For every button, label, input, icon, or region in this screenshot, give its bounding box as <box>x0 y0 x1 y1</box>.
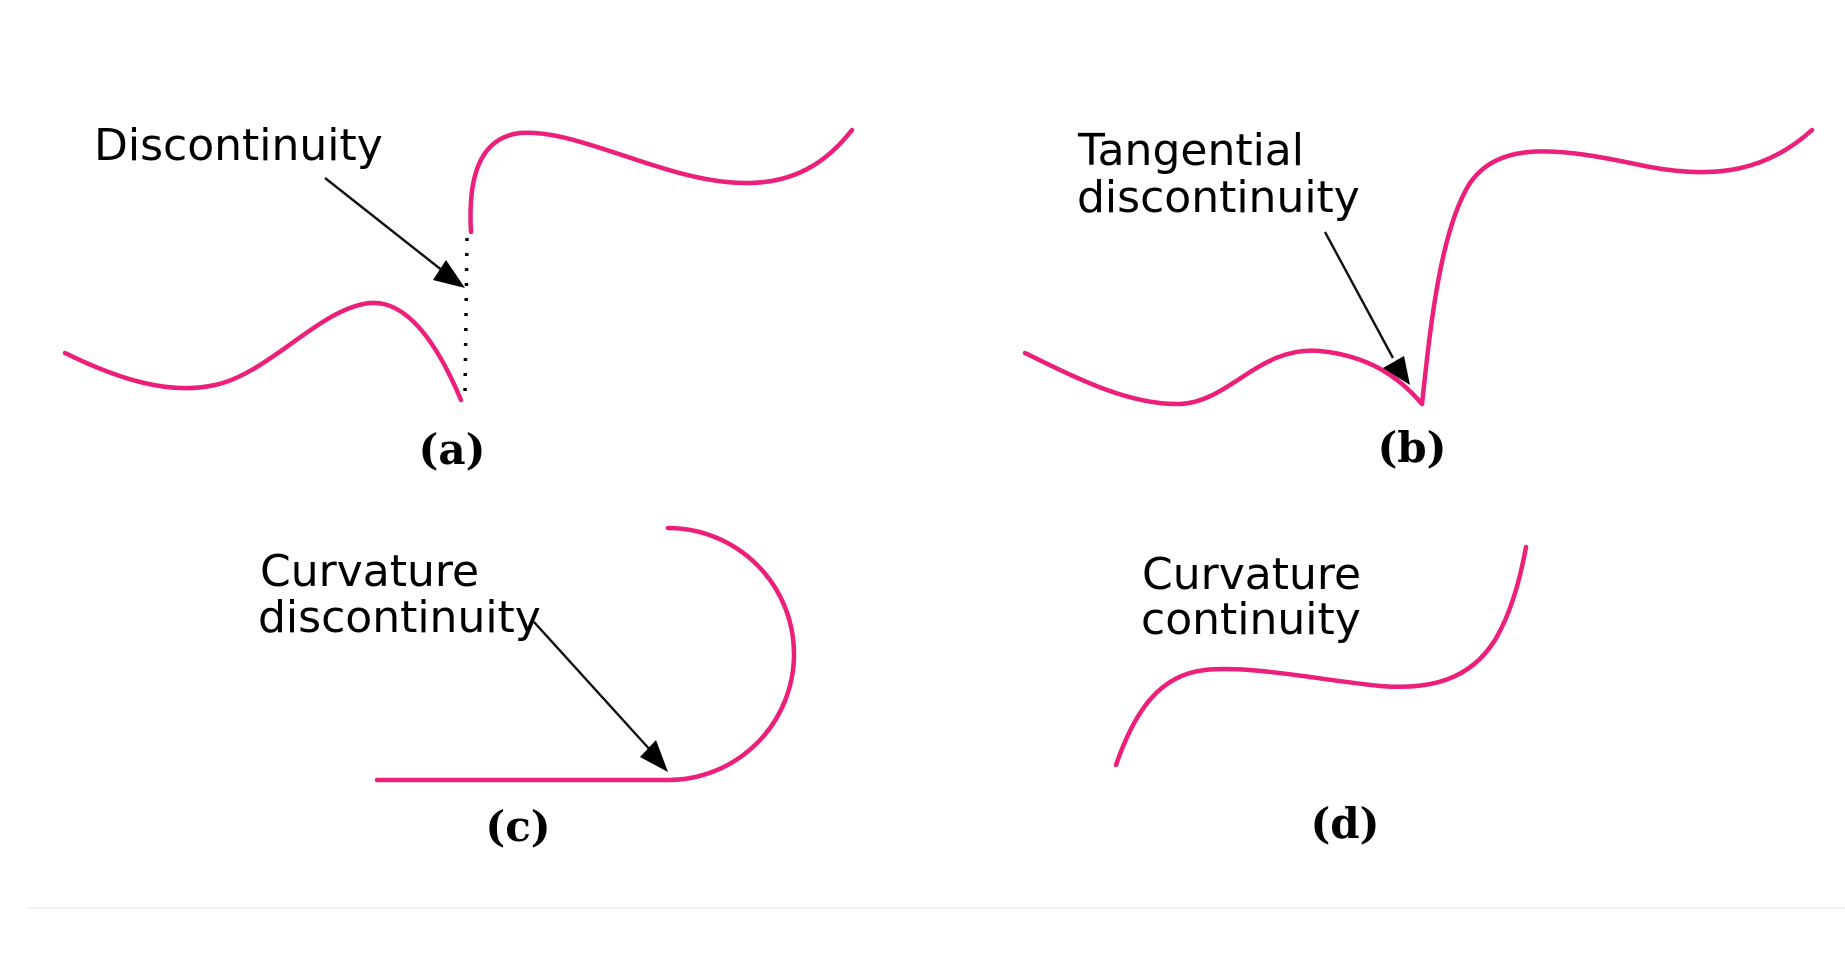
panel-a-curve-right <box>468 127 855 235</box>
panel-a: Discontinuity (a) <box>62 120 855 474</box>
panel-d-curve <box>1113 544 1529 768</box>
panel-c-curve <box>374 525 797 783</box>
panel-a-arrow-line <box>324 177 449 276</box>
panel-c-label-line1: Curvature <box>260 546 479 597</box>
panel-d-caption: (d) <box>1310 799 1379 848</box>
panel-b-label-line2: discontinuity <box>1077 172 1360 223</box>
panel-b-caption: (b) <box>1377 423 1446 472</box>
panel-b: Tangential discontinuity (b) <box>1022 125 1815 472</box>
panel-c-arrow-line <box>533 621 653 753</box>
panel-a-arrow-head <box>433 260 465 288</box>
panel-a-dotted-gap <box>463 237 469 396</box>
panel-a-caption: (a) <box>419 425 486 474</box>
panel-b-arrow-head <box>1383 356 1410 385</box>
panel-c-caption: (c) <box>485 802 550 851</box>
panel-b-arrow-line <box>1323 231 1395 359</box>
panel-b-curve <box>1022 127 1815 407</box>
panel-d: Curvature continuity (d) <box>1113 544 1529 848</box>
panel-c: Curvature discontinuity (c) <box>258 525 797 851</box>
panel-a-curve-left <box>62 300 464 403</box>
panel-c-arrow-head <box>640 740 668 772</box>
panel-d-label-line1: Curvature <box>1142 549 1361 600</box>
panel-a-label: Discontinuity <box>94 120 383 171</box>
panel-d-label-line2: continuity <box>1141 594 1361 645</box>
panel-b-label-line1: Tangential <box>1077 125 1304 176</box>
panel-c-label-line2: discontinuity <box>258 592 541 643</box>
